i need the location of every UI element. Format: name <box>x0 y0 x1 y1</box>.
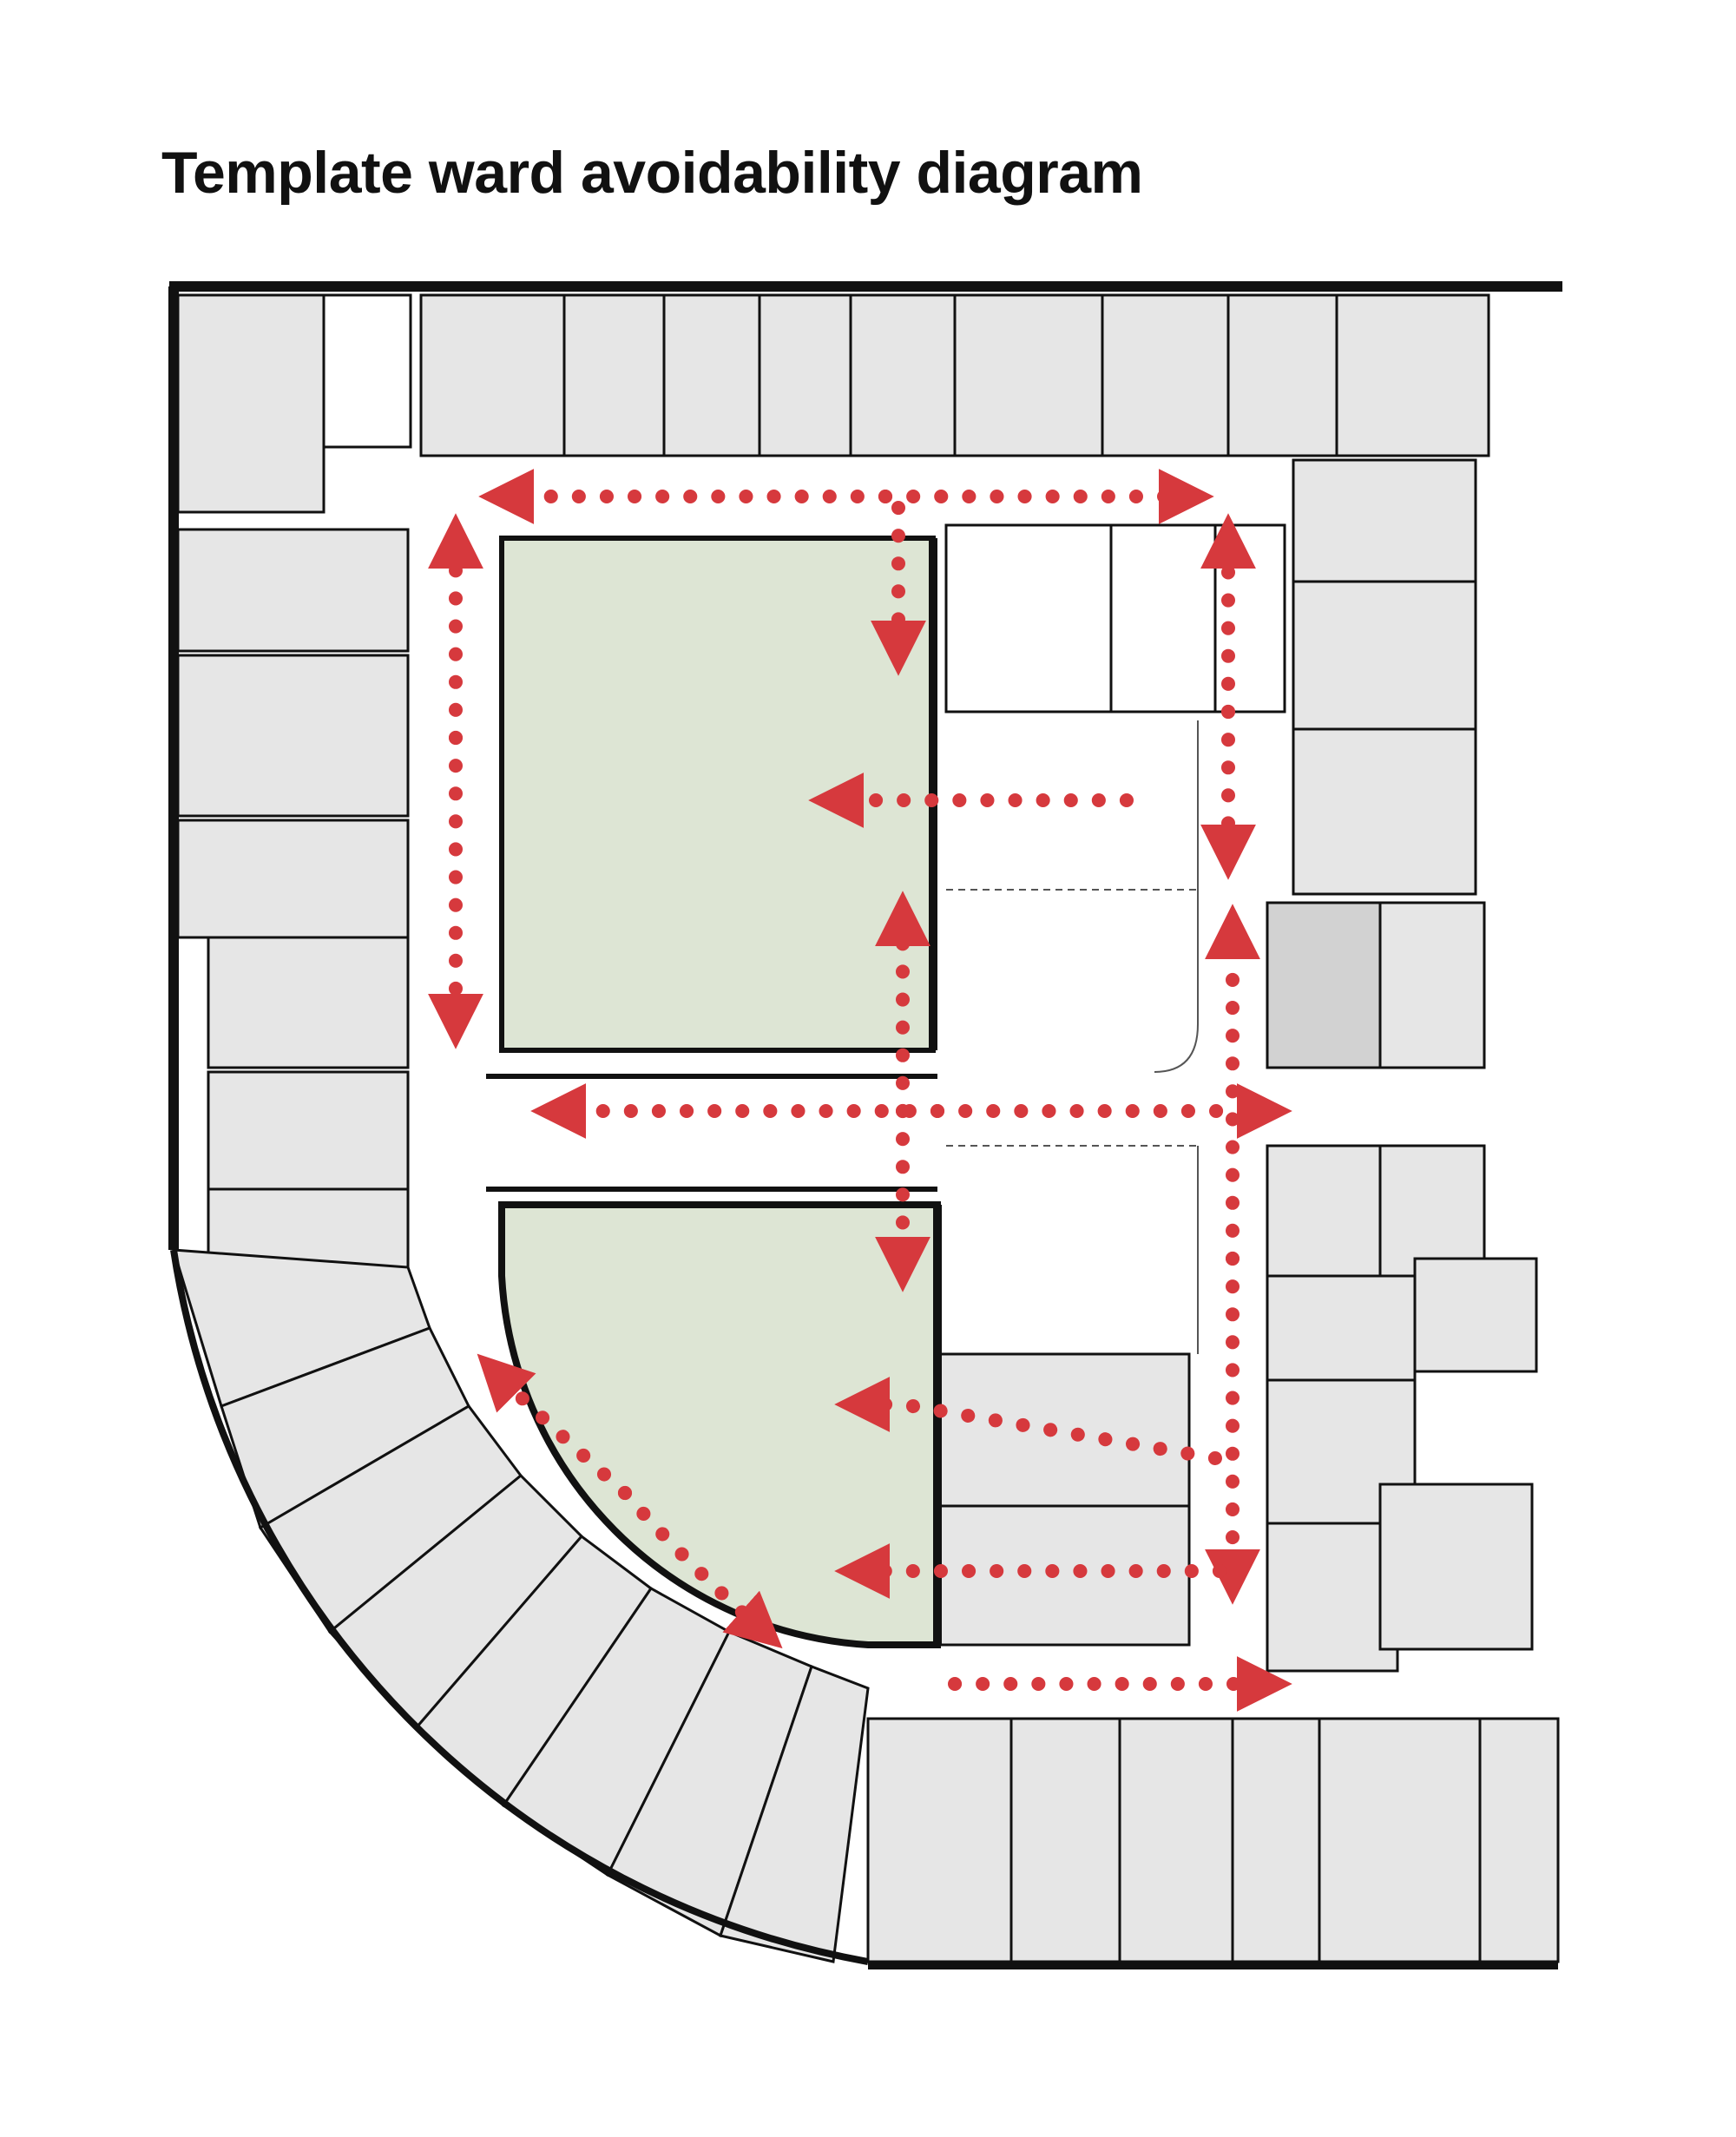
room <box>176 819 410 939</box>
room <box>1335 293 1490 457</box>
green-zones <box>498 536 941 1648</box>
room <box>176 654 410 818</box>
room <box>1318 1717 1482 1963</box>
stairwell <box>322 293 412 449</box>
room <box>1292 458 1477 583</box>
room <box>849 293 957 457</box>
rooms <box>171 293 1560 1963</box>
room <box>1292 580 1477 731</box>
room <box>1226 293 1338 457</box>
room <box>1266 1274 1417 1382</box>
circulation-arrows <box>428 469 1292 1712</box>
room <box>936 1352 1191 1508</box>
room <box>207 936 410 1069</box>
partition <box>1154 720 1199 1073</box>
room <box>1009 1717 1121 1963</box>
room <box>866 1717 1013 1963</box>
walls <box>168 281 1562 1969</box>
room <box>1378 1483 1534 1651</box>
room <box>1413 1257 1538 1373</box>
room <box>662 293 761 457</box>
room <box>758 293 852 457</box>
room <box>1292 727 1477 896</box>
room <box>719 1665 870 1963</box>
room <box>1266 1144 1382 1278</box>
room <box>1266 1522 1399 1673</box>
room <box>1101 293 1230 457</box>
arrow <box>834 1377 1222 1465</box>
room <box>176 528 410 653</box>
room <box>562 293 666 457</box>
arrow <box>618 1486 783 1649</box>
room <box>419 293 566 457</box>
room <box>1378 901 1486 1069</box>
room <box>944 523 1113 713</box>
arrow <box>477 1353 632 1500</box>
room <box>953 293 1104 457</box>
room <box>1378 1144 1486 1278</box>
outer-wall-curve <box>170 1249 869 1965</box>
room <box>1266 901 1382 1069</box>
service-rooms <box>944 523 1286 713</box>
interior-lines <box>946 720 1199 1354</box>
room <box>1266 1378 1417 1525</box>
room <box>176 293 326 514</box>
room <box>1109 523 1217 713</box>
room <box>207 1070 410 1191</box>
room <box>1231 1717 1321 1963</box>
room <box>936 1504 1191 1647</box>
room <box>1478 1717 1560 1963</box>
diagram-title: Template ward avoidability diagram <box>161 140 1143 206</box>
day-space-upper <box>499 536 936 1053</box>
room <box>1118 1717 1234 1963</box>
